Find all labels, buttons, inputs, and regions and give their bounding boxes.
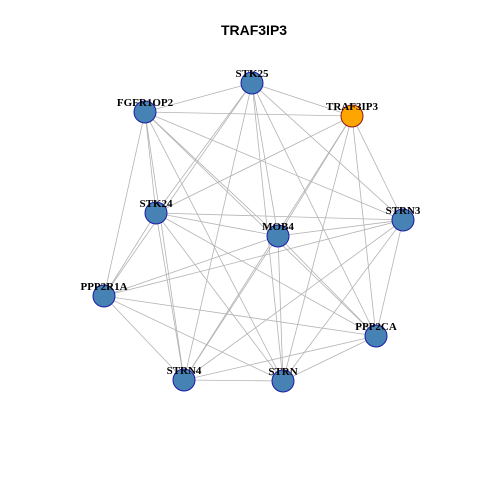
edge-stk24-ppp2r1a	[103, 212, 157, 297]
edge-stk25-fgfr1op2	[144, 82, 253, 113]
edge-ppp2ca-strn	[282, 335, 377, 382]
edge-stk24-mob4	[155, 212, 279, 237]
node-traf3ip3: TRAF3IP3	[326, 101, 378, 128]
node-label: STK25	[235, 68, 269, 80]
edge-fgfr1op2-strn	[144, 111, 284, 382]
node-label: FGFR1OP2	[117, 97, 174, 109]
node-label: STRN4	[167, 365, 202, 377]
edge-mob4-strn	[277, 235, 284, 382]
node-circle	[364, 324, 388, 348]
node-circle	[266, 224, 290, 248]
node-label: PPP2R1A	[80, 281, 127, 293]
edge-ppp2r1a-strn	[103, 295, 284, 382]
edge-traf3ip3-stk24	[155, 115, 353, 214]
edge-traf3ip3-strn3	[351, 115, 404, 221]
node-fgfr1op2: FGFR1OP2	[117, 97, 174, 124]
edge-strn3-ppp2r1a	[103, 219, 404, 297]
edge-strn3-ppp2ca	[375, 219, 404, 337]
node-circle	[133, 100, 157, 124]
node-ppp2r1a: PPP2R1A	[80, 281, 128, 308]
edge-stk24-strn4	[155, 212, 185, 381]
edge-stk25-ppp2r1a	[103, 82, 253, 297]
edge-mob4-strn4	[183, 235, 279, 381]
edge-mob4-ppp2r1a	[103, 235, 279, 297]
edge-mob4-strn3	[277, 219, 404, 237]
diagram-title: TRAF3IP3	[221, 22, 287, 38]
edge-stk24-strn	[155, 212, 284, 382]
edge-ppp2ca-strn4	[183, 335, 377, 381]
node-circle	[340, 104, 364, 128]
edge-ppp2r1a-ppp2ca	[103, 295, 377, 337]
edge-fgfr1op2-traf3ip3	[144, 111, 353, 117]
edge-stk25-ppp2ca	[251, 82, 377, 337]
edge-strn4-strn	[183, 379, 284, 382]
edge-fgfr1op2-ppp2ca	[144, 111, 377, 337]
edge-traf3ip3-strn4	[183, 115, 353, 381]
node-strn: STRN	[268, 366, 298, 393]
edge-strn3-strn	[282, 219, 404, 382]
node-label: PPP2CA	[355, 321, 397, 333]
node-circle	[271, 369, 295, 393]
node-circle	[92, 284, 116, 308]
edge-fgfr1op2-ppp2r1a	[103, 111, 146, 297]
edge-fgfr1op2-stk24	[144, 111, 157, 214]
edge-stk25-traf3ip3	[251, 82, 353, 117]
edge-traf3ip3-strn	[282, 115, 353, 382]
node-label: STRN	[268, 366, 297, 378]
edge-ppp2r1a-strn4	[103, 295, 185, 381]
node-label: STK24	[139, 198, 173, 210]
edge-stk25-strn4	[183, 82, 253, 381]
edge-strn3-strn4	[183, 219, 404, 381]
node-circle	[240, 71, 264, 95]
edge-mob4-ppp2ca	[277, 235, 377, 337]
edge-fgfr1op2-mob4	[144, 111, 279, 237]
node-ppp2ca: PPP2CA	[355, 321, 397, 348]
edge-stk25-strn3	[251, 82, 404, 221]
node-label: STRN3	[386, 205, 421, 217]
edge-fgfr1op2-strn4	[144, 111, 185, 381]
node-mob4: MOB4	[262, 221, 294, 248]
node-circle	[391, 208, 415, 232]
node-label: TRAF3IP3	[326, 101, 378, 113]
node-stk24: STK24	[139, 198, 173, 225]
node-strn3: STRN3	[386, 205, 421, 232]
edge-stk25-stk24	[155, 82, 253, 214]
node-stk25: STK25	[235, 68, 269, 95]
edge-stk24-ppp2ca	[155, 212, 377, 337]
node-strn4: STRN4	[167, 365, 202, 392]
edge-fgfr1op2-strn3	[144, 111, 404, 221]
node-circle	[172, 368, 196, 392]
edge-layer	[103, 82, 404, 382]
edge-traf3ip3-ppp2ca	[351, 115, 377, 337]
node-circle	[144, 201, 168, 225]
node-label: MOB4	[262, 221, 294, 233]
edge-stk24-strn3	[155, 212, 404, 221]
